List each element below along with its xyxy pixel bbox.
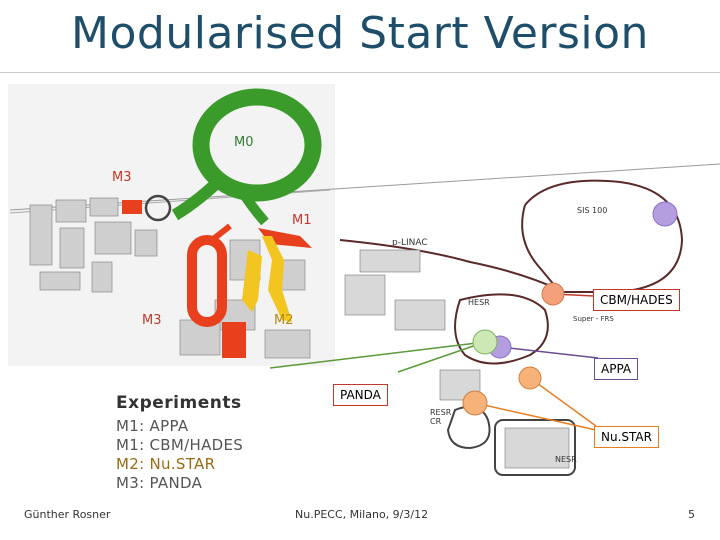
label-m1: M1 [292,213,312,228]
experiment-row: M1: CBM/HADES [116,436,243,455]
building [55,199,87,223]
tag-cbm-hades: CBM/HADES [593,289,680,311]
label-m0: M0 [234,135,254,150]
appa-leader [499,346,599,359]
experiment-module: M1: [116,436,145,454]
appa-cave-m1 [122,200,142,214]
experiments-list: Experiments M1: APPA M1: CBM/HADES M2: N… [116,393,243,493]
sis18-ring [144,194,172,222]
schematic [269,179,684,476]
transfer-line [339,239,561,291]
tag-nustar: Nu.STAR [594,426,659,448]
marker-nustar [518,366,542,390]
page-number: 5 [688,508,695,521]
building [94,221,132,255]
cr-ring-m3 [187,235,227,327]
footer-author: Günther Rosner [24,508,111,521]
experiment-name: APPA [149,417,189,435]
linac-building [359,249,421,273]
site-plan-background [8,84,335,366]
sis100-ring [524,179,684,293]
nesr-building [504,427,570,469]
building [91,261,113,293]
experiments-heading: Experiments [116,393,242,413]
title-divider [0,72,720,73]
module-m2 [242,236,292,322]
panda-leader-2 [269,341,486,369]
nustar-leader-2 [474,402,597,431]
tag-appa: APPA [594,358,639,380]
label-m3-bottom: M3 [142,313,162,328]
experiment-row: M1: APPA [116,417,243,436]
super-frs-branch-m2 [242,250,262,312]
label-super-frs: Super - FRS [573,315,614,323]
panda-leader [397,341,486,373]
module-m3 [187,223,246,358]
label-sis100: SIS 100 [577,206,608,215]
building [264,329,311,359]
label-nesr: NESR [555,455,577,464]
tag-panda: PANDA [333,384,388,406]
marker-sis100 [652,201,678,227]
experiment-name: Nu.STAR [149,455,216,473]
hesr-hall-m3 [222,322,246,358]
label-m2: M2 [274,313,294,328]
experiment-module: M1: [116,417,145,435]
transfer-beamline-green [171,170,230,221]
experiment-module: M3: [116,474,145,492]
experiment-name: CBM/HADES [149,436,244,454]
slide-title: Modularised Start Version [71,8,649,59]
experiment-row: M2: Nu.STAR [116,455,243,474]
footer-event: Nu.PECC, Milano, 9/3/12 [295,508,429,521]
module-m0 [171,88,322,226]
building [134,229,158,257]
sis100-ring-m0 [192,88,322,202]
building [59,227,85,269]
schematic-buildings [344,249,570,469]
label-hesr: HESR [468,298,490,307]
m3-beamline [210,223,232,243]
experiment-row: M3: PANDA [116,474,243,493]
marker-nustar-2 [462,390,488,416]
super-frs-m2 [262,236,292,322]
building [89,197,119,217]
experiment-hall [394,299,446,331]
nesr-ring [494,419,576,476]
transfer-beamline-green-2 [235,185,269,226]
target-hall [344,274,386,316]
marker-cbm-hades [541,282,565,306]
marker-panda [472,329,498,355]
building [39,271,81,291]
label-m3-top: M3 [112,170,132,185]
label-resr-cr: RESR CR [430,408,452,426]
label-plinac: p-LINAC [392,238,428,248]
site-plan [8,84,720,366]
building [29,204,53,266]
experiment-module: M2: [116,455,145,473]
sis100-ring-left [521,204,561,293]
nustar-leader [529,377,597,427]
experiment-name: PANDA [149,474,203,492]
